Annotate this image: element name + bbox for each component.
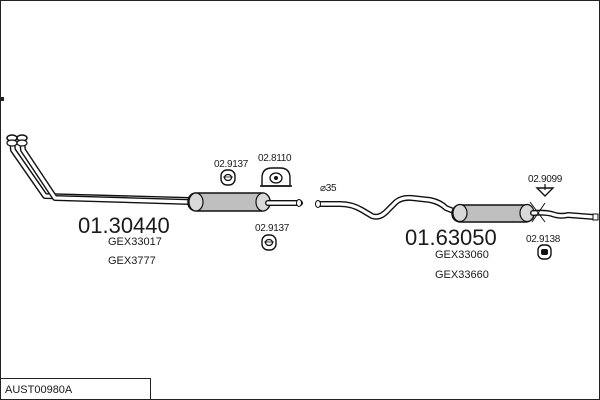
left-edge-marker <box>1 97 4 101</box>
rear-part-number: 01.63050 <box>405 225 497 250</box>
clamp-bottom-label: 02.9137 <box>255 223 290 234</box>
pipe-diameter-label: ⌀35 <box>320 183 337 194</box>
clamp-top-icon <box>220 169 236 186</box>
hanger-bottom-icon <box>537 244 552 260</box>
clamp-bottom-icon <box>261 234 277 251</box>
front-part-number: 01.30440 <box>78 213 170 238</box>
rear-oem-ref-1: GEX33060 <box>435 249 489 261</box>
rubber-mount-icon <box>260 167 292 187</box>
rubber-mount-label: 02.8110 <box>258 153 292 164</box>
rear-oem-ref-2: GEX33660 <box>435 269 489 281</box>
hanger-top-icon <box>535 184 555 197</box>
clamp-top-label: 02.9137 <box>214 159 249 170</box>
front-oem-ref-1: GEX33017 <box>108 236 162 248</box>
front-pipe-assembly <box>6 134 303 212</box>
rear-pipe-assembly <box>315 194 599 223</box>
front-oem-ref-2: GEX3777 <box>108 255 156 267</box>
hanger-top-label: 02.9099 <box>528 174 563 185</box>
reference-label: AUST00980A <box>5 384 73 396</box>
hanger-bottom-label: 02.9138 <box>526 234 561 245</box>
